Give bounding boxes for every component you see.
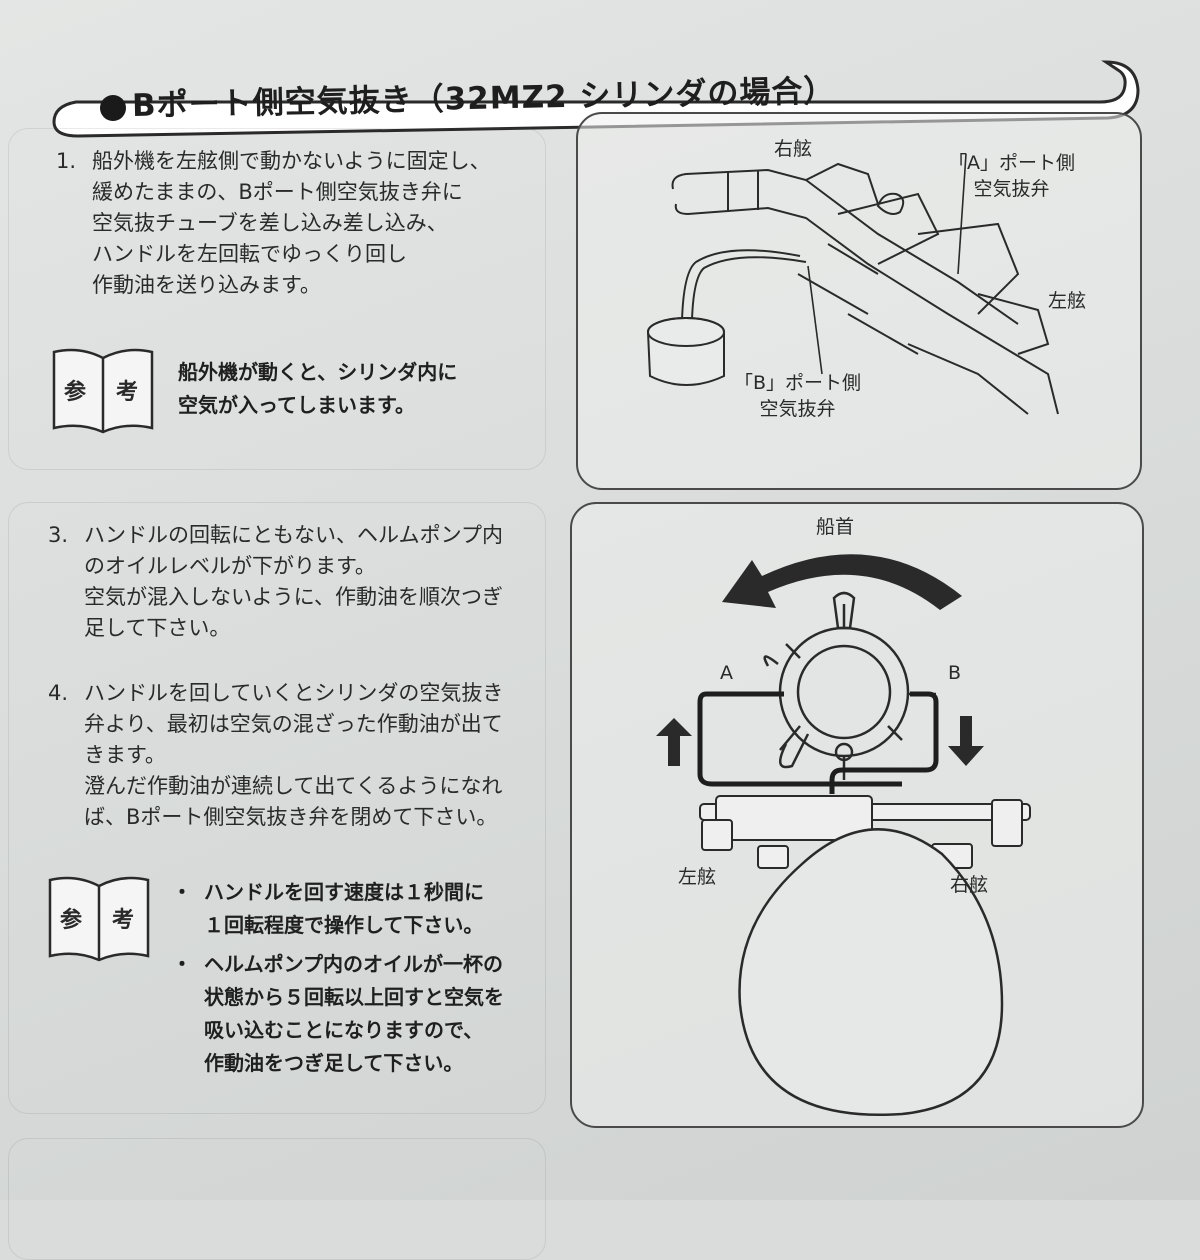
bullet-mark: ・ xyxy=(172,880,192,904)
note-line: 船外機が動くと、シリンダ内に xyxy=(178,360,458,384)
arrow-down-icon xyxy=(948,716,984,766)
note-bullet-item: ・ ヘルムポンプ内のオイルが一杯の 状態から５回転以上回すと空気を 吸い込むこと… xyxy=(172,948,504,1080)
label-b-port-valve: 「B」ポート側 空気抜弁 xyxy=(734,370,861,422)
step-line: ハンドルを回していくとシリンダの空気抜き xyxy=(84,681,504,705)
label-port-b: B xyxy=(948,662,962,684)
step-line: ば、Bポート側空気抜き弁を閉めて下さい。 xyxy=(84,805,498,829)
label-bow: 船首 xyxy=(816,516,855,538)
note-line: 吸い込むことになりますので、 xyxy=(204,1018,484,1042)
step-line: 空気が混入しないように、作動油を順次つぎ xyxy=(84,585,503,609)
step-line: 緩めたままの、Bポート側空気抜き弁に xyxy=(92,180,463,204)
reference-book-icon: 参 考 xyxy=(46,872,152,968)
rotation-arrow-icon xyxy=(722,554,962,610)
label-port-side: 左舷 xyxy=(678,866,717,888)
step-line: 空気抜チューブを差し込み差し込み、 xyxy=(92,211,448,235)
reference-note-1: 船外機が動くと、シリンダ内に 空気が入ってしまいます。 xyxy=(178,356,457,422)
step-line: きます。 xyxy=(84,743,166,767)
label-line: 空気抜弁 xyxy=(759,398,836,420)
reference-book-icon: 参 考 xyxy=(50,344,156,440)
label-starboard-side: 右舷 xyxy=(950,874,989,896)
note-line: ヘルムポンプ内のオイルが一杯の xyxy=(204,952,503,976)
helm-rotation-diagram: 船首 A B 左舷 右舷 xyxy=(570,502,1144,1128)
label-line: 「A」ポート側 xyxy=(948,152,1075,174)
reference-char: 参 xyxy=(60,908,83,933)
reference-char: 考 xyxy=(116,380,139,405)
step-line: ハンドルの回転にともない、ヘルムポンプ内 xyxy=(84,523,503,547)
reference-char: 考 xyxy=(112,908,135,933)
note-line: １回転程度で操作して下さい。 xyxy=(204,913,484,937)
show-through-frame xyxy=(8,128,546,470)
label-line: 空気抜弁 xyxy=(973,178,1050,200)
step-line: ハンドルを左回転でゆっくり回し xyxy=(92,242,407,266)
step-number: 4. xyxy=(48,681,69,705)
step-line: 足して下さい。 xyxy=(84,616,231,640)
note-line: 空気が入ってしまいます。 xyxy=(178,393,415,417)
helm-wheel-icon xyxy=(752,591,936,780)
cylinder-bleed-diagram: 右舷 「A」ポート側 空気抜弁 左舷 「B」ポート側 空気抜弁 xyxy=(576,112,1142,490)
step-line: 弁より、最初は空気の混ざった作動油が出て xyxy=(84,712,503,736)
note-bullet-item: ・ ハンドルを回す速度は１秒間に １回転程度で操作して下さい。 xyxy=(172,876,504,942)
note-line: 状態から５回転以上回すと空気を xyxy=(204,985,504,1009)
note-line: 作動油をつぎ足して下さい。 xyxy=(204,1051,464,1075)
bullet-mark: ・ xyxy=(172,952,192,976)
note-line: ハンドルを回す速度は１秒間に xyxy=(204,880,484,904)
step-line: 船外機を左舷側で動かないように固定し、 xyxy=(92,149,491,173)
label-line: 「B」ポート側 xyxy=(734,372,862,394)
step-3: 3. ハンドルの回転にともない、ヘルムポンプ内 のオイルレベルが下がります。 空… xyxy=(48,520,503,644)
label-port-a: A xyxy=(720,662,733,684)
label-port: 左舷 xyxy=(1048,290,1087,312)
step-line: 澄んだ作動油が連続して出てくるようになれ xyxy=(84,774,503,798)
label-a-port-valve: 「A」ポート側 空気抜弁 xyxy=(948,150,1075,202)
step-line: のオイルレベルが下がります。 xyxy=(84,554,376,578)
step-number: 3. xyxy=(48,523,69,547)
step-number: 1. xyxy=(56,149,77,173)
bullet-dot-icon xyxy=(100,95,126,121)
reference-char: 参 xyxy=(64,380,87,405)
step-4: 4. ハンドルを回していくとシリンダの空気抜き 弁より、最初は空気の混ざった作動… xyxy=(48,678,504,833)
step-1: 1. 船外機を左舷側で動かないように固定し、 緩めたままの、Bポート側空気抜き弁… xyxy=(56,146,491,301)
step-line: 作動油を送り込みます。 xyxy=(92,273,321,297)
outboard-engine-shape xyxy=(738,828,1004,1116)
arrow-up-icon xyxy=(656,718,692,766)
show-through-frame xyxy=(8,1138,546,1260)
reference-note-2: ・ ハンドルを回す速度は１秒間に １回転程度で操作して下さい。 ・ ヘルムポンプ… xyxy=(172,876,504,1080)
label-starboard: 右舷 xyxy=(774,138,813,160)
show-through-frame xyxy=(8,502,546,1114)
